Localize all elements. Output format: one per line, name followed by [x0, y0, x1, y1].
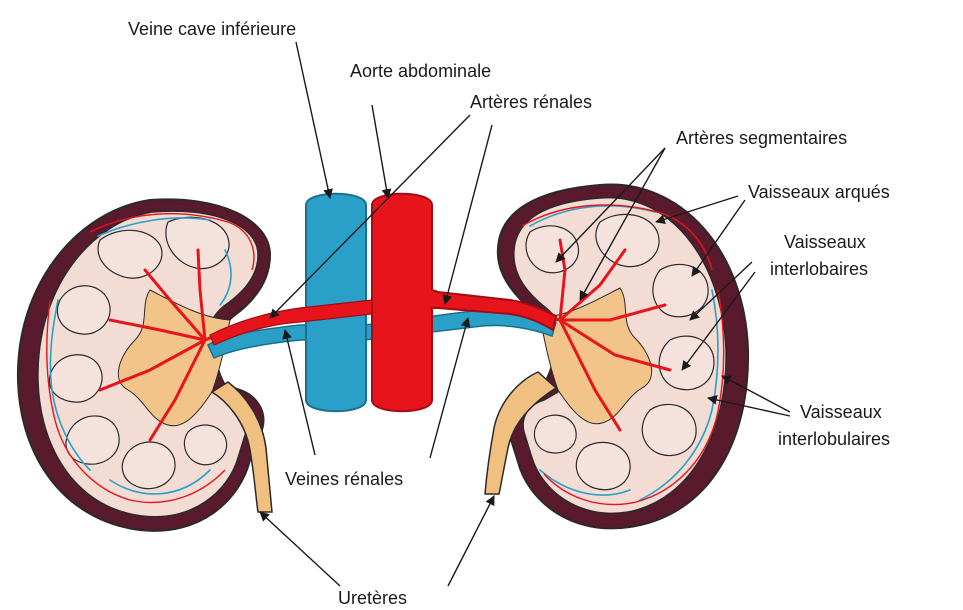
label-interlobular-line2: interlobulaires	[778, 429, 890, 449]
label-ureters: Uretères	[338, 588, 407, 608]
label-interlobar-line1: Vaisseaux	[784, 232, 866, 252]
leader-ureter-right	[448, 496, 494, 586]
leader-renal-vein-right	[430, 318, 468, 458]
label-vena-cava: Veine cave inférieure	[128, 19, 296, 39]
label-interlobular-line1: Vaisseaux	[800, 402, 882, 422]
label-interlobar-line2: interlobaires	[770, 259, 868, 279]
label-renal-arteries: Artères rénales	[470, 92, 592, 112]
label-renal-veins: Veines rénales	[285, 469, 403, 489]
label-aorta: Aorte abdominale	[350, 61, 491, 81]
leader-aorta	[372, 105, 388, 198]
leader-vena-cava	[296, 42, 330, 198]
leader-renal-artery-left	[270, 115, 470, 318]
leader-ureter-left	[260, 512, 340, 586]
leader-renal-artery-right	[445, 125, 492, 304]
label-segmental-arteries: Artères segmentaires	[676, 128, 847, 148]
label-arcuate-vessels: Vaisseaux arqués	[748, 182, 890, 202]
